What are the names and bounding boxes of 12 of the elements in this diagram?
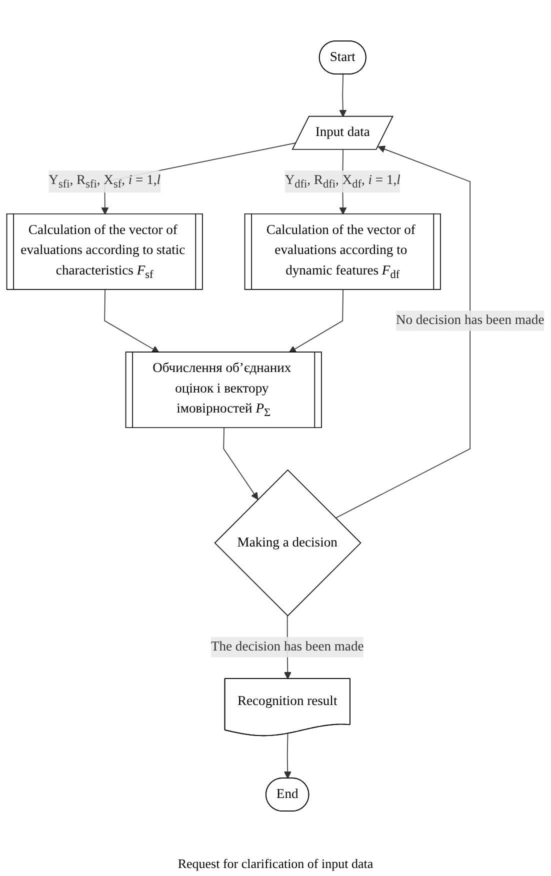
arrow — [223, 428, 258, 500]
note-text: Request for clarification of input data — [178, 856, 374, 872]
edge-label: The decision has been made — [210, 640, 364, 654]
edge-label: No decision has been made — [396, 313, 544, 328]
arrow — [288, 289, 344, 353]
arrow — [335, 146, 470, 519]
edge-label: Y$_{dfi}$, R$_{dfi}$, X$_{df}$, i = 1,l — [284, 173, 400, 190]
arrow — [284, 733, 292, 779]
node-diamond: Making a decision — [214, 469, 362, 616]
edge-label: Y$_{sfi}$, R$_{sfi}$, X$_{sf}$, i = 1,l — [48, 173, 161, 190]
arrow — [339, 74, 347, 118]
arrow — [104, 289, 160, 353]
